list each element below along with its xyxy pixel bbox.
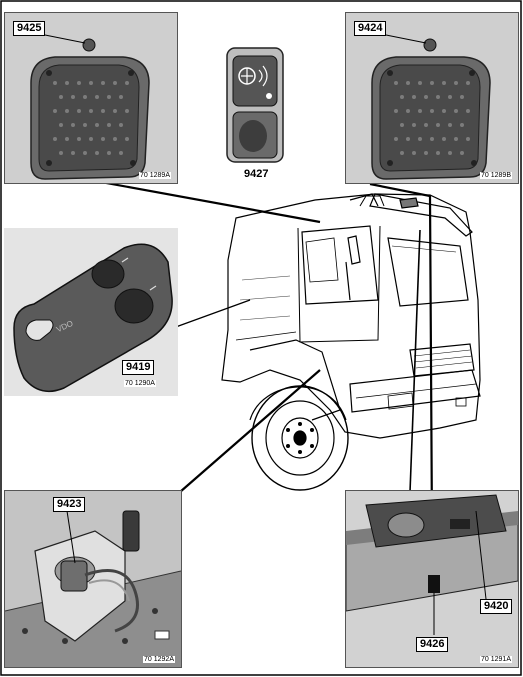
panel-switch (225, 46, 285, 164)
ref-code-bottom-right: 70 1291A (480, 656, 512, 663)
panel-bottom-right-housing: 9420 9426 70 1291A (345, 490, 519, 668)
callout-9424: 9424 (354, 21, 387, 36)
ref-code-top-right: 70 1289B (480, 172, 512, 179)
leader-line-9425 (89, 178, 321, 224)
sensor-drawing (5, 491, 181, 667)
interior-light-right-drawing (346, 13, 518, 183)
housing-drawing (346, 491, 518, 667)
panel-interior-light-right: 9424 70 1289B (345, 12, 519, 184)
interior-light-left-drawing (5, 13, 177, 183)
leader-line-9423 (179, 369, 321, 493)
panel-key-fob: VDO 9419 70 1290A (4, 228, 178, 396)
panel-bottom-left-sensor: 9423 70 1292A (4, 490, 182, 668)
callout-9423: 9423 (53, 497, 86, 512)
panel-interior-light-left: 9425 70 1289A (4, 12, 178, 184)
leader-line-9424 (369, 182, 434, 531)
callout-9426: 9426 (416, 637, 449, 652)
label-9427: 9427 (244, 168, 269, 180)
ref-code-bottom-left: 70 1292A (143, 656, 175, 663)
callout-9425: 9425 (13, 21, 46, 36)
callout-9420: 9420 (480, 599, 513, 614)
leader-line-9420 (409, 229, 421, 493)
callout-9419: 9419 (122, 360, 155, 375)
switch-drawing (226, 47, 284, 163)
ref-code-top-left: 70 1289A (139, 172, 171, 179)
ref-code-key-fob: 70 1290A (124, 380, 156, 387)
